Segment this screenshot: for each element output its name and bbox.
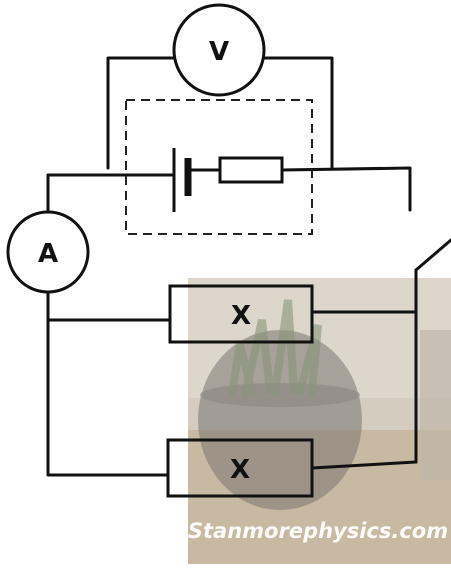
cell-icon: [172, 148, 192, 212]
ammeter-label: A: [38, 239, 58, 269]
resistor-label: X: [231, 301, 251, 331]
resistor-x-lower: X: [166, 438, 314, 498]
ammeter: A: [6, 210, 90, 294]
wires: [46, 56, 418, 477]
dashed-enclosure: [125, 99, 313, 235]
voltmeter: V: [172, 3, 266, 97]
internal-resistor: [218, 156, 284, 184]
resistor-label: X: [230, 455, 250, 485]
resistor-x-upper: X: [168, 284, 314, 344]
switch-icon: [414, 238, 451, 272]
background-photo: [188, 278, 451, 564]
watermark-text: Stanmorephysics.com: [188, 519, 448, 543]
voltmeter-label: V: [209, 37, 229, 67]
